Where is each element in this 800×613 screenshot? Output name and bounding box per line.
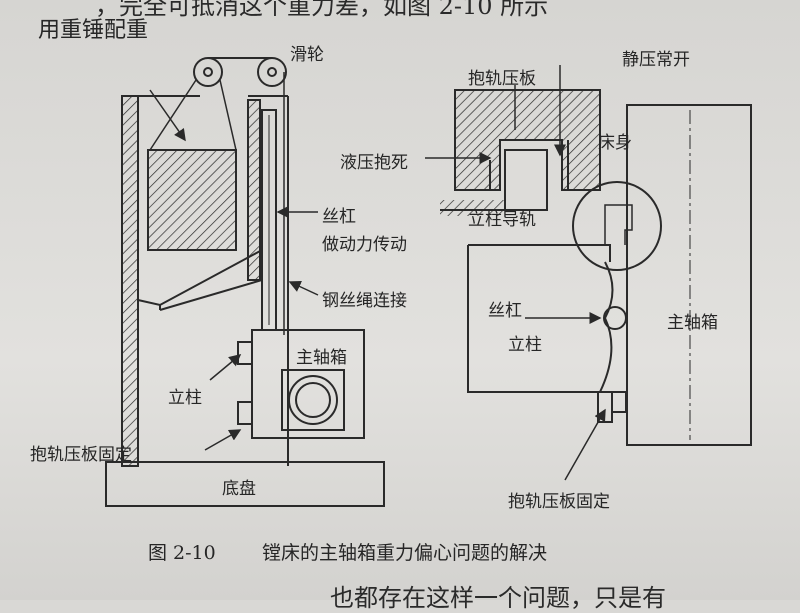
- label-lead-screw: 丝杠: [322, 207, 356, 227]
- label-rail-clamp-left: 抱轨压板固定: [30, 445, 132, 465]
- label-rail-clamp-plate: 抱轨压板: [468, 69, 536, 89]
- label-base: 底盘: [222, 479, 256, 499]
- label-column-guide: 立柱导轨: [468, 210, 536, 230]
- bottom-body-text: 也都存在这样一个问题，只是有: [330, 584, 666, 612]
- label-lead-screw-right: 丝杠: [488, 301, 522, 321]
- label-pulley: 滑轮: [290, 45, 324, 65]
- left-spindle-box: [237, 329, 365, 439]
- clamp-detail: [440, 89, 601, 216]
- figure-drawing: [105, 57, 752, 507]
- detail-circle: [572, 181, 662, 271]
- label-rail-clamp-right: 抱轨压板固定: [508, 492, 610, 512]
- caption-number: 图 2-10: [148, 542, 216, 564]
- label-spindle-box-left: 主轴箱: [296, 348, 347, 368]
- label-spindle-box-right: 主轴箱: [667, 313, 718, 333]
- label-column-left: 立柱: [168, 388, 202, 408]
- base: [105, 461, 385, 507]
- label-bed: 床身: [598, 133, 632, 153]
- heading-counterweight: 用重锤配重: [38, 18, 149, 43]
- pulley: [149, 57, 287, 335]
- counterweight: [147, 149, 237, 251]
- label-column-right: 立柱: [508, 335, 542, 355]
- caption-title: 镗床的主轴箱重力偏心问题的解决: [262, 542, 548, 564]
- label-hydrostatic-open: 静压常开: [622, 50, 690, 70]
- label-hydraulic-lock: 液压抱死: [340, 153, 408, 173]
- right-spindle-box: [597, 104, 752, 446]
- label-lead-screw-note: 做动力传动: [322, 235, 407, 255]
- top-body-text: ，完全可抵消这个重力差，如图 2-10 所示: [95, 0, 549, 20]
- label-wire-rope: 钢丝绳连接: [322, 291, 407, 311]
